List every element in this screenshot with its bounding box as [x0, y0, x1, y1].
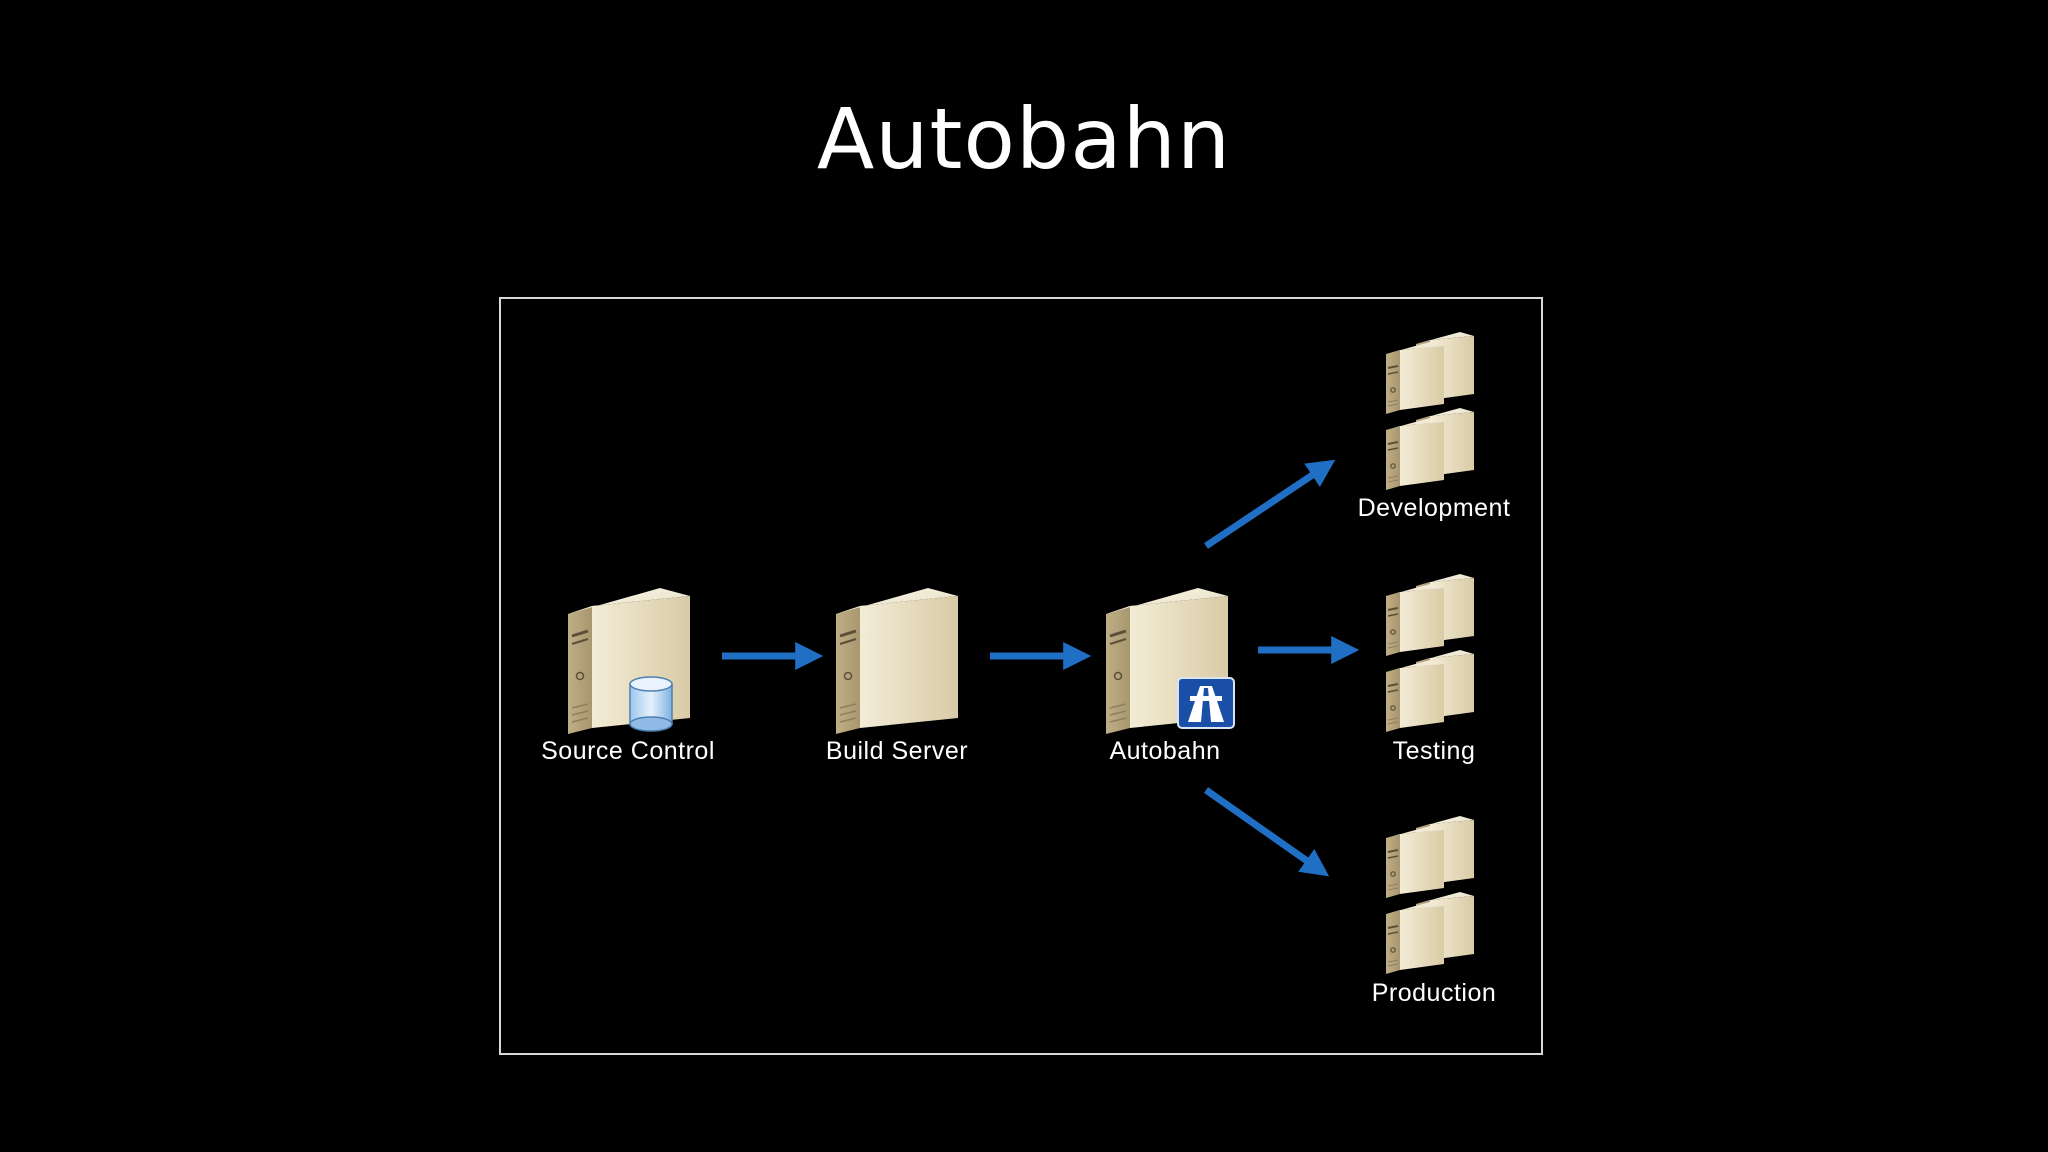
build-server-label: Build Server [825, 737, 969, 765]
diagram-frame [499, 297, 1543, 1055]
testing-label: Testing [1392, 737, 1476, 765]
autobahn-label: Autobahn [1109, 737, 1221, 765]
development-label: Development [1357, 494, 1511, 522]
production-label: Production [1371, 979, 1497, 1007]
arrow-autobahn-to-development [1204, 459, 1336, 549]
development-cluster-icon [1386, 332, 1474, 490]
production-cluster-icon [1386, 816, 1474, 974]
arrow-autobahn-to-production [1203, 787, 1330, 877]
autobahn-badge-icon [1177, 677, 1235, 729]
source-control-label: Source Control [541, 737, 715, 765]
build-server-icon [836, 588, 958, 734]
testing-cluster-icon [1386, 574, 1474, 732]
slide-title: Autobahn [816, 90, 1232, 188]
database-icon [629, 676, 673, 732]
